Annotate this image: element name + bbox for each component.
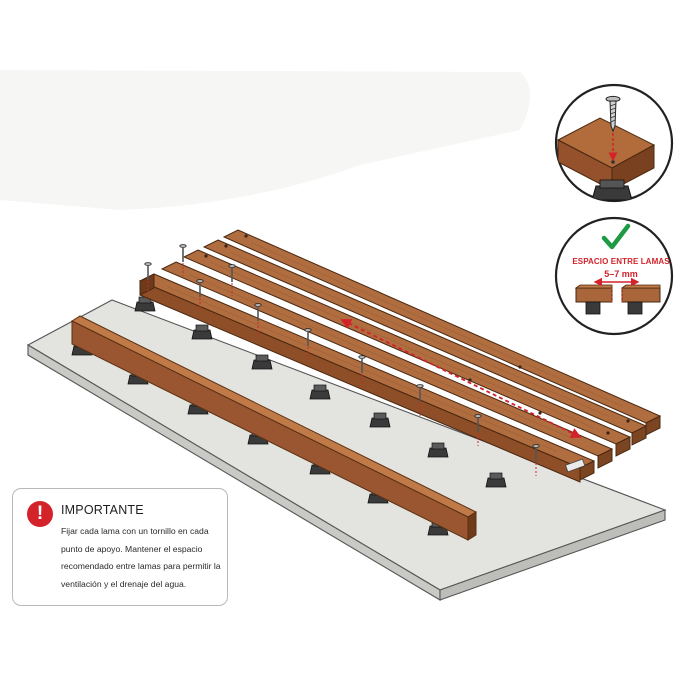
callout-screw-detail [554,83,674,203]
screw [196,279,204,311]
loose-joist [70,315,478,541]
deck-support [134,296,156,312]
screw-hole [538,411,542,415]
note-body: Fijar cada lama con un tornillo en cada … [61,526,221,589]
screw-icon [605,95,621,164]
important-note: ! IMPORTANTE Fijar cada lama con un torn… [12,488,228,606]
screw [179,244,187,276]
screw-hole [468,378,472,382]
spacing-label-title: ESPACIO ENTRE LAMAS [572,257,670,266]
screw-hole [606,431,610,435]
check-icon [601,223,631,250]
callout-spacing-detail [554,216,674,336]
screw-hole [626,419,630,423]
spacing-arrow [340,319,582,438]
background-shape [0,70,530,210]
deck-support [485,472,507,488]
note-title: IMPORTANTE [61,503,144,517]
screw-hole [518,365,522,369]
deck-support [309,384,331,400]
screw-hole [224,244,228,248]
spacer-tag [565,458,586,473]
exclamation-icon: ! [27,501,53,527]
spacing-label-value: 5–7 mm [604,269,638,279]
screw [228,264,236,296]
screw [532,444,540,476]
screw [254,303,262,335]
screw [144,262,152,294]
screw [304,328,312,360]
screw-hole [244,234,248,238]
deck-board-end [139,273,155,296]
deck [134,229,662,488]
deck-support [191,324,213,340]
spacing-label: ESPACIO ENTRE LAMAS 5–7 mm [566,255,676,281]
deck-support [251,354,273,370]
deck-support [427,442,449,458]
deck-supports [134,296,507,488]
screw-hole [204,254,208,258]
